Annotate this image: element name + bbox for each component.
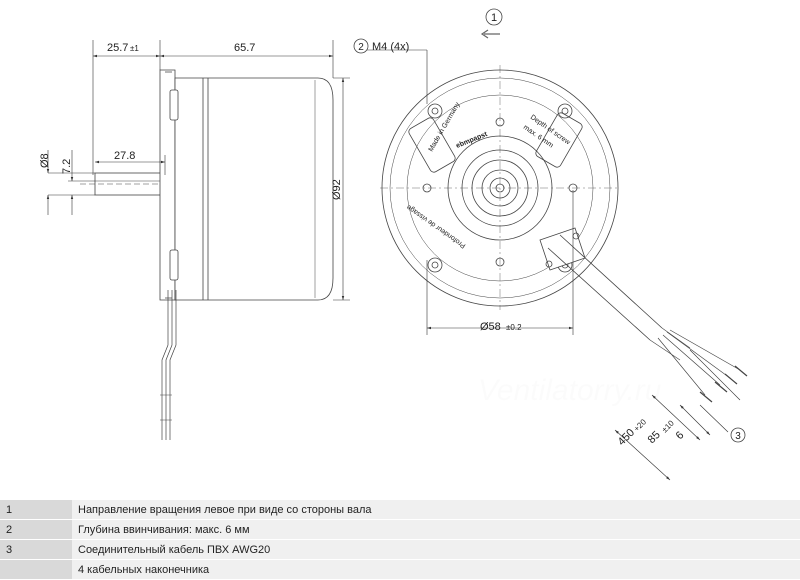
legend-table: 1 Направление вращения левое при виде со… (0, 500, 800, 580)
legend-row: 3 Соединительный кабель ПВХ AWG20 (0, 539, 800, 560)
front-view (380, 65, 748, 403)
dim-450-tol: +20 (632, 417, 648, 433)
front-dimensions (365, 49, 741, 481)
dim-motor-dia: Ø92 (331, 179, 343, 200)
rotor-housing (174, 77, 334, 301)
legend-text: Направление вращения левое при виде со с… (72, 500, 800, 520)
dim-27-8: 27.8 (114, 150, 135, 162)
dim-6: 6 (674, 429, 687, 442)
legend-num: 3 (0, 539, 72, 560)
dim-shaft-dia: Ø8 (39, 153, 51, 168)
technical-drawing: 25.7 ±1 65.7 27.8 Ø8 7.2 Ø92 (39, 8, 748, 481)
rotation-arrow (480, 29, 500, 39)
legend-text: 4 кабельных наконечника (72, 559, 800, 580)
svg-text:3: 3 (735, 431, 741, 442)
legend-num (0, 559, 72, 580)
dim-65-7: 65.7 (234, 42, 255, 54)
legend-text: Глубина ввинчивания: макс. 6 мм (72, 519, 800, 540)
legend-row: 2 Глубина ввинчивания: макс. 6 мм (0, 519, 800, 540)
side-cable (161, 290, 177, 440)
svg-text:1: 1 (491, 12, 497, 24)
legend-text: Соединительный кабель ПВХ AWG20 (72, 539, 800, 560)
front-cable (547, 234, 663, 341)
legend-row: 1 Направление вращения левое при виде со… (0, 500, 800, 520)
legend-row: 4 кабельных наконечника (0, 559, 800, 580)
side-dimensions (46, 40, 350, 301)
dim-25-7: 25.7 (107, 42, 128, 54)
dim-58-tol: ±0.2 (506, 323, 522, 332)
dim-7-2: 7.2 (61, 159, 73, 174)
legend-num: 2 (0, 519, 72, 540)
callout-1: 1 (485, 8, 503, 26)
callout-3: 3 (730, 427, 746, 443)
dim-85: 85 (646, 429, 663, 446)
legend-num: 1 (0, 500, 72, 520)
side-view (46, 40, 350, 440)
dim-58: Ø58 (480, 321, 501, 333)
watermark: Ventilatorry.ru (478, 374, 662, 407)
callout-2: 2 (353, 38, 369, 54)
dim-m4: M4 (4x) (372, 41, 409, 53)
svg-text:2: 2 (358, 42, 364, 53)
dim-85-tol: ±10 (660, 418, 676, 434)
dim-25-7-tol: ±1 (130, 44, 139, 53)
